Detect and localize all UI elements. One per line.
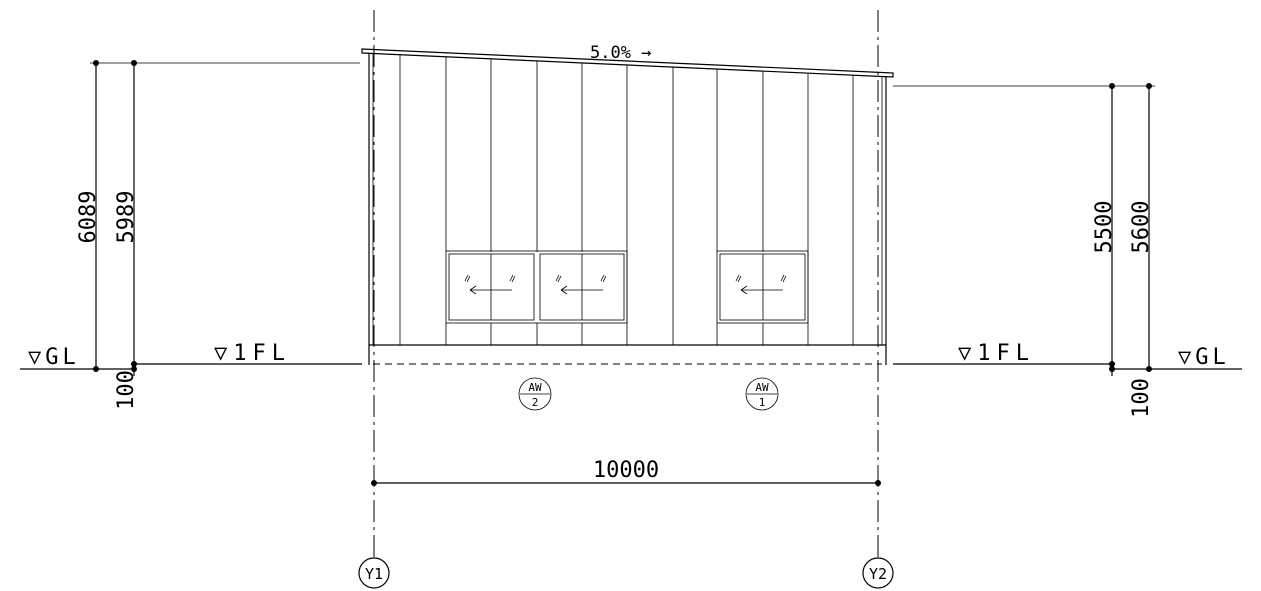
left-dimensions bbox=[90, 60, 360, 376]
svg-text:Y1: Y1 bbox=[365, 565, 383, 583]
svg-text:2: 2 bbox=[532, 396, 539, 409]
building-elevation bbox=[361, 48, 894, 365]
right-height-outer: 5600 bbox=[1129, 201, 1154, 254]
svg-text:1: 1 bbox=[759, 396, 766, 409]
left-plinth-dim: 100 bbox=[114, 370, 139, 410]
window-aw1 bbox=[716, 250, 809, 324]
svg-text:AW: AW bbox=[755, 381, 769, 394]
grid-bubble-y2: Y2 bbox=[862, 557, 894, 589]
sliding-arrow-icon bbox=[735, 274, 787, 295]
roof-line bbox=[361, 48, 894, 78]
right-height-inner: 5500 bbox=[1092, 201, 1117, 254]
roof-slope-label: 5.0% → bbox=[590, 43, 651, 63]
sliding-arrow-icon bbox=[555, 274, 607, 295]
right-ground-label: ▽GL bbox=[1178, 345, 1230, 370]
svg-text:Y2: Y2 bbox=[869, 565, 887, 583]
left-floor-label: ▽1FL bbox=[214, 341, 291, 366]
window-tag-aw1: AW 1 bbox=[745, 377, 779, 411]
windows bbox=[445, 250, 809, 324]
right-dimensions bbox=[893, 83, 1155, 376]
window-tag-aw2: AW 2 bbox=[518, 377, 552, 411]
right-floor-label: ▽1FL bbox=[958, 341, 1035, 366]
right-plinth-dim: 100 bbox=[1129, 378, 1154, 418]
grid-bubble-y1: Y1 bbox=[358, 557, 390, 589]
left-ground-label: ▽GL bbox=[28, 345, 80, 370]
wall-panels bbox=[399, 54, 854, 345]
grid-axes bbox=[373, 10, 879, 560]
window-aw2 bbox=[445, 250, 628, 324]
span-dimension bbox=[371, 480, 881, 486]
left-height-outer: 6089 bbox=[76, 191, 101, 244]
span-value: 10000 bbox=[593, 458, 659, 483]
svg-text:AW: AW bbox=[528, 381, 542, 394]
left-height-inner: 5989 bbox=[114, 191, 139, 244]
ground-lines bbox=[20, 363, 1242, 370]
sliding-arrow-icon bbox=[464, 274, 516, 295]
